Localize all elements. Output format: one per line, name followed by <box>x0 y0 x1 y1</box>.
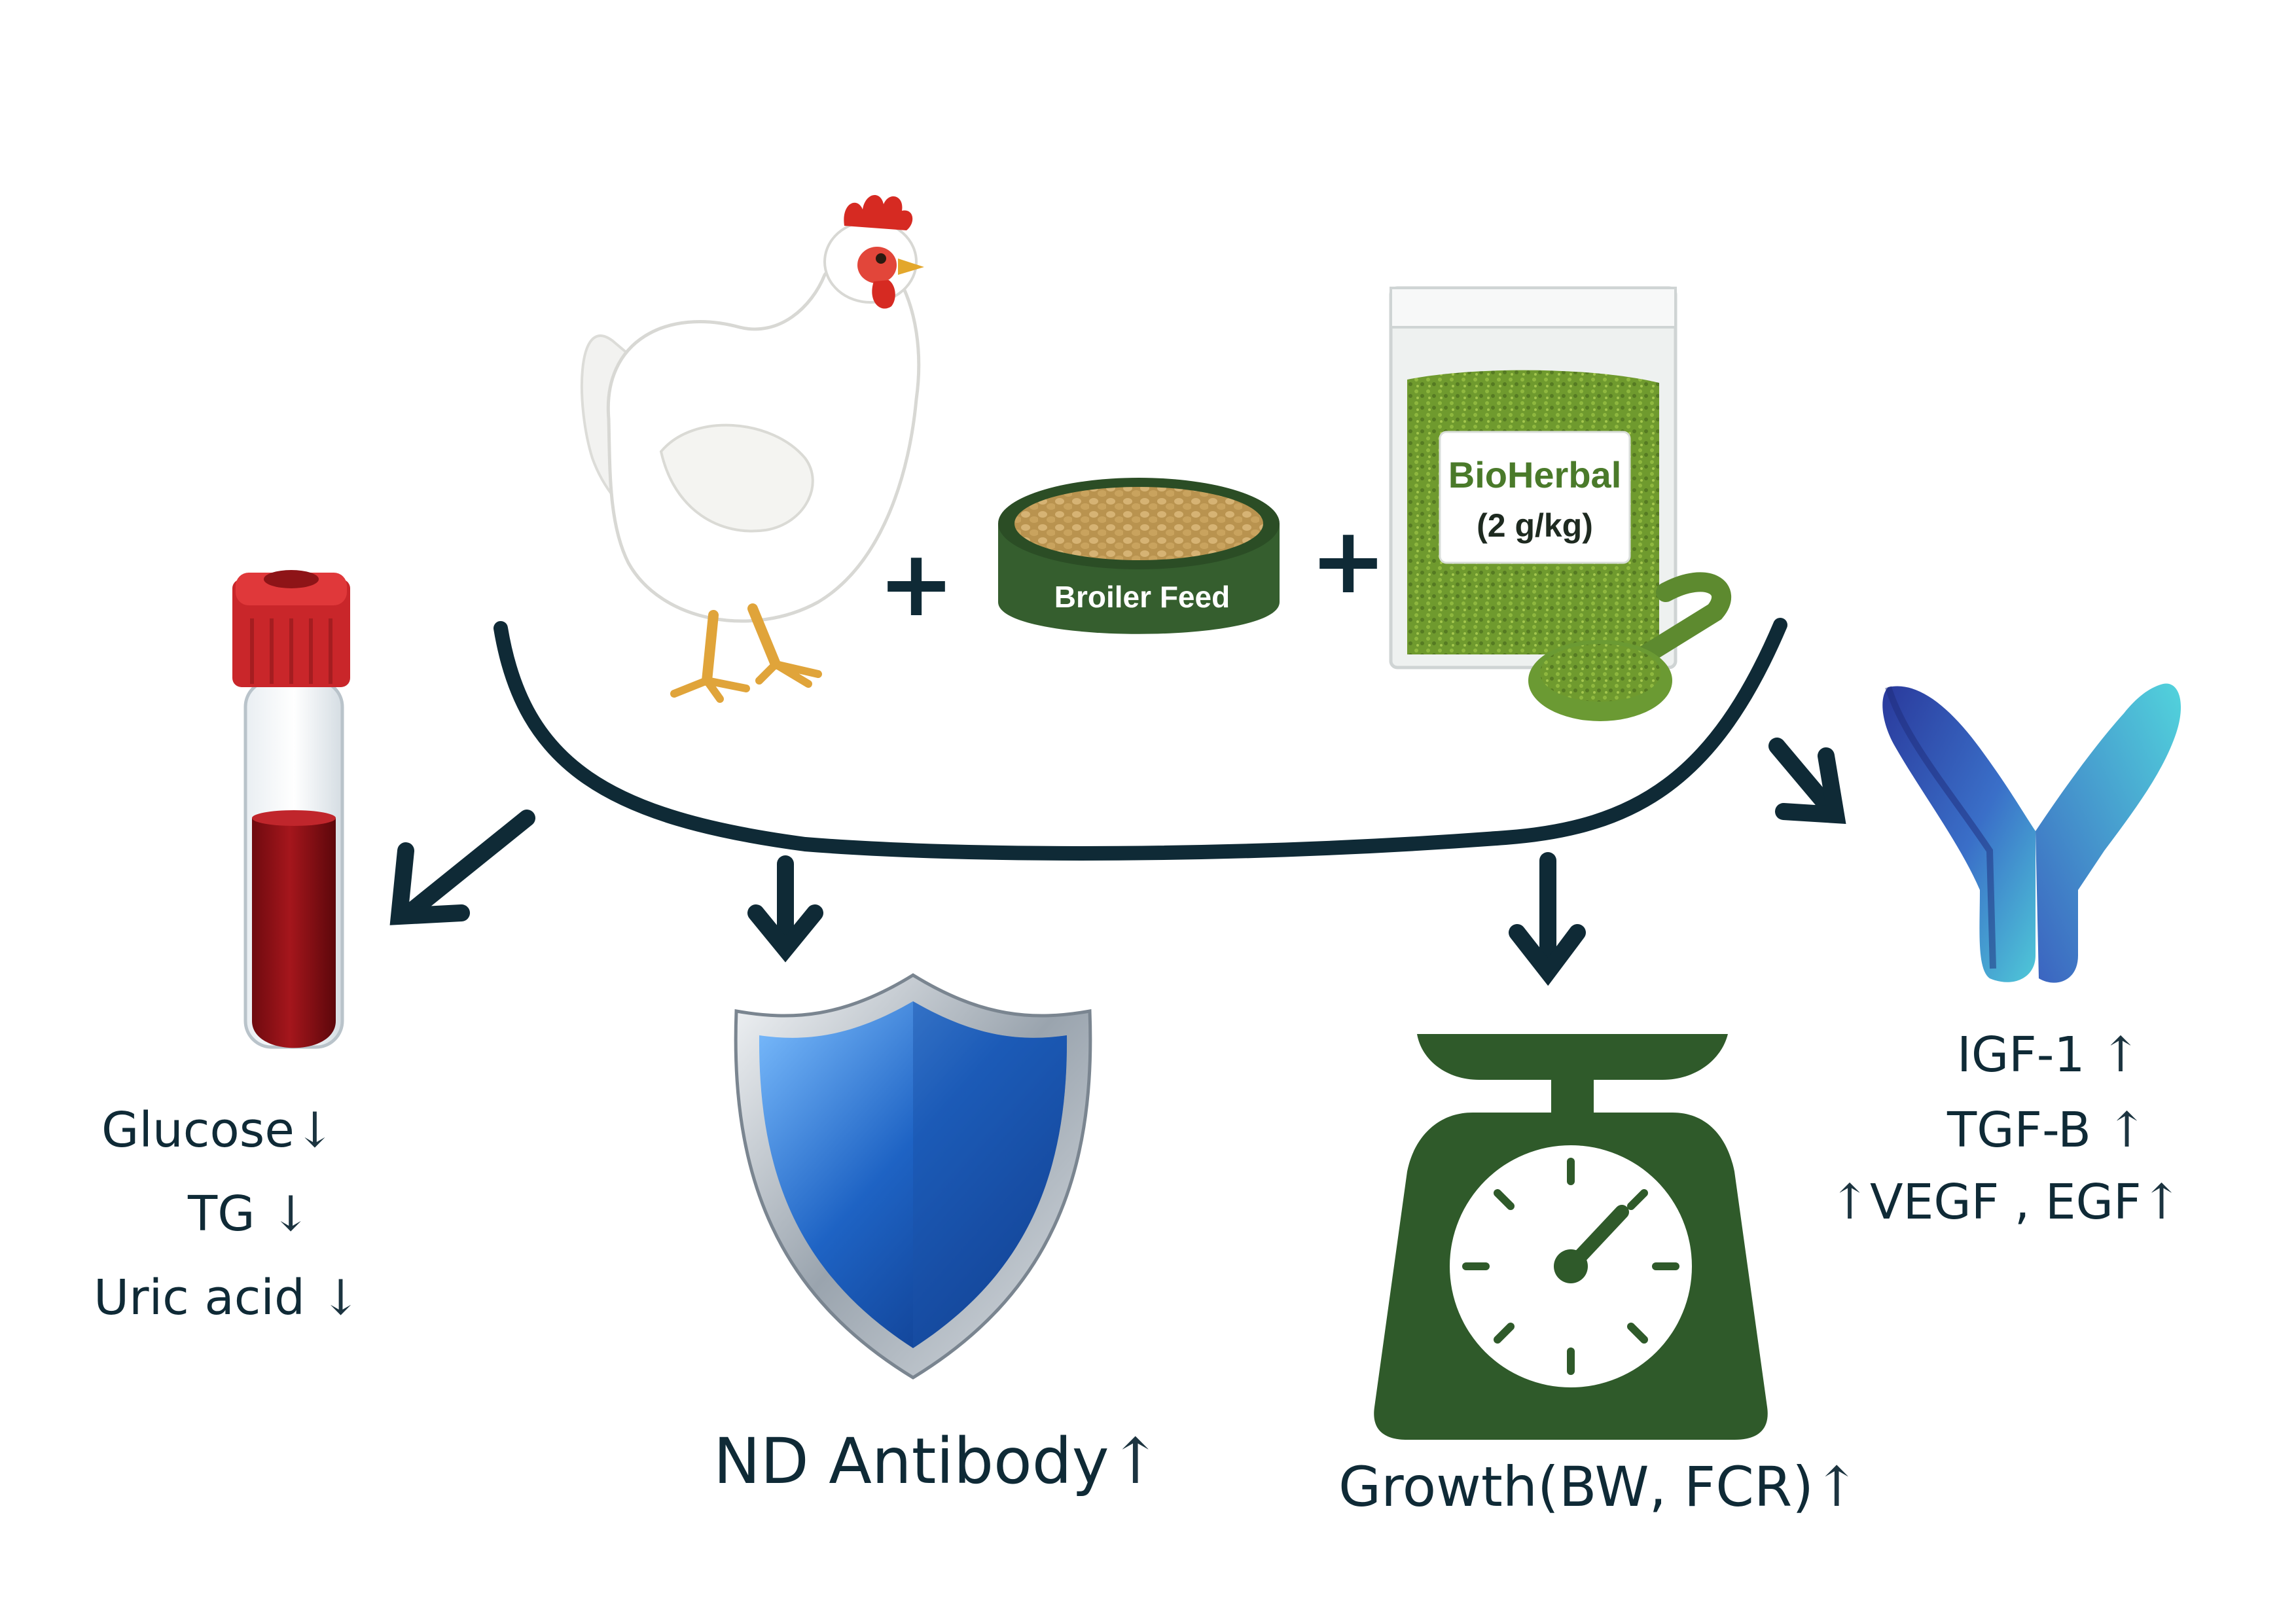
nd-antibody-label: ND Antibody↑ <box>713 1425 1162 1498</box>
arrow-to-growth <box>1509 852 1586 986</box>
connector-curve <box>493 618 1787 861</box>
blood-marker-tg: TG ↓ <box>188 1186 312 1242</box>
growth-label: Growth(BW, FCR)↑ <box>1338 1455 1860 1519</box>
arrow-up-icon: ↑ <box>2141 1174 2182 1230</box>
factor-vegf-egf: ↑VEGF , EGF↑ <box>1829 1174 2182 1230</box>
arrow-up-icon: ↑ <box>1814 1455 1860 1519</box>
arrow-to-antibody <box>747 855 823 963</box>
blood-marker-glucose: Glucose↓ <box>101 1102 335 1158</box>
feed-bowl-label: Broiler Feed <box>1054 580 1230 614</box>
arrow-to-factors <box>1768 738 1846 824</box>
arrow-up-icon: ↑ <box>2100 1027 2142 1083</box>
chicken-icon <box>580 195 924 703</box>
shield-icon <box>734 973 1092 1380</box>
antibody-icon <box>1882 683 2181 983</box>
arrow-down-icon: ↓ <box>270 1186 312 1242</box>
feed-bowl-icon: Broiler Feed <box>998 478 1280 634</box>
bag-dose: (2 g/kg) <box>1477 507 1593 544</box>
arrow-down-icon: ↓ <box>294 1102 335 1158</box>
weighing-scale-icon <box>1374 1034 1768 1440</box>
blood-tube-icon <box>232 570 350 1049</box>
factor-tgf-b: TGF-B ↑ <box>1947 1102 2147 1158</box>
plus-sign-1: + <box>878 531 954 637</box>
arrow-up-icon: ↑ <box>1109 1425 1162 1498</box>
blood-marker-uric-acid: Uric acid ↓ <box>94 1270 361 1326</box>
arrow-down-icon: ↓ <box>320 1270 361 1326</box>
arrow-up-icon: ↑ <box>1829 1174 1871 1230</box>
bag-title: BioHerbal <box>1448 454 1622 495</box>
arrow-up-icon: ↑ <box>2106 1102 2147 1158</box>
plus-sign-2: + <box>1310 508 1386 615</box>
arrow-to-blood <box>389 810 535 925</box>
herbal-bag-icon: BioHerbal (2 g/kg) <box>1389 286 1732 721</box>
factor-igf-1: IGF-1 ↑ <box>1957 1027 2142 1083</box>
